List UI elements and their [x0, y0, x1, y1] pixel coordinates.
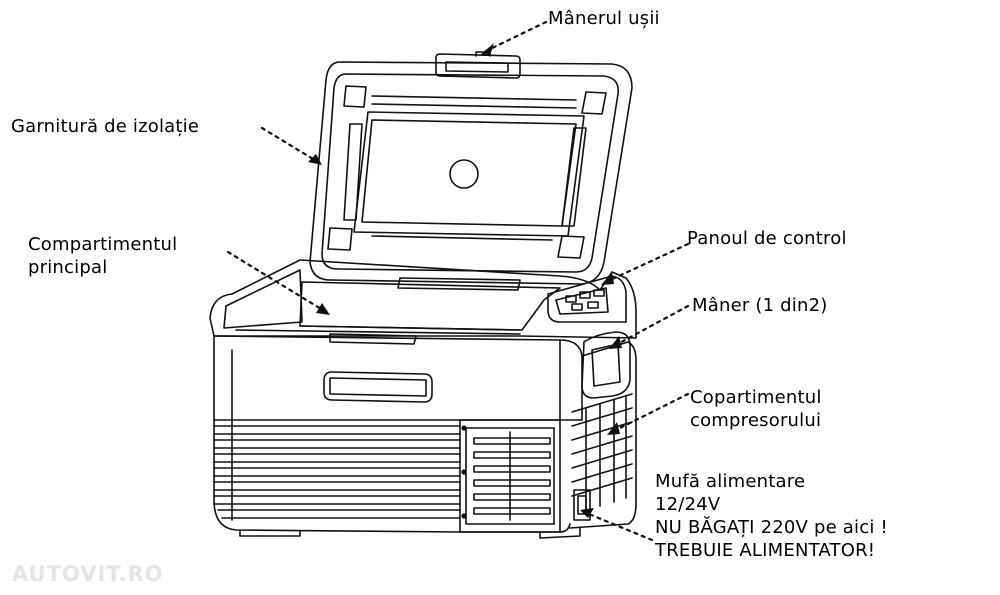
- arrow-handle: [612, 304, 690, 348]
- side-vents: [571, 393, 633, 511]
- label-main-compartment: Compartimentul principal: [28, 234, 178, 278]
- body: [209, 259, 637, 539]
- label-compressor-compartment: Copartimentul compresorului: [690, 387, 822, 431]
- label-gasket: Garnitură de izolație: [11, 116, 200, 137]
- arrow-main-compartment: [226, 250, 328, 314]
- label-control-panel: Panoul de control: [687, 228, 847, 249]
- arrow-control-panel: [604, 242, 690, 284]
- arrow-compressor: [610, 392, 690, 434]
- label-door-handle: Mânerul ușii: [548, 8, 660, 29]
- watermark: AUTOVIT.RO: [12, 562, 164, 586]
- arrow-door-handle: [482, 20, 548, 54]
- body-ribs: [213, 419, 461, 519]
- arrow-heads: [308, 43, 622, 518]
- vent-slats: [473, 431, 551, 521]
- lid: [309, 51, 633, 291]
- label-power-socket: Mufă alimentare 12/24V NU BĂGAȚI 220V pe…: [655, 471, 888, 561]
- arrow-gasket: [260, 126, 320, 164]
- callout-arrows: [226, 20, 690, 542]
- label-handle: Mâner (1 din2): [692, 295, 828, 316]
